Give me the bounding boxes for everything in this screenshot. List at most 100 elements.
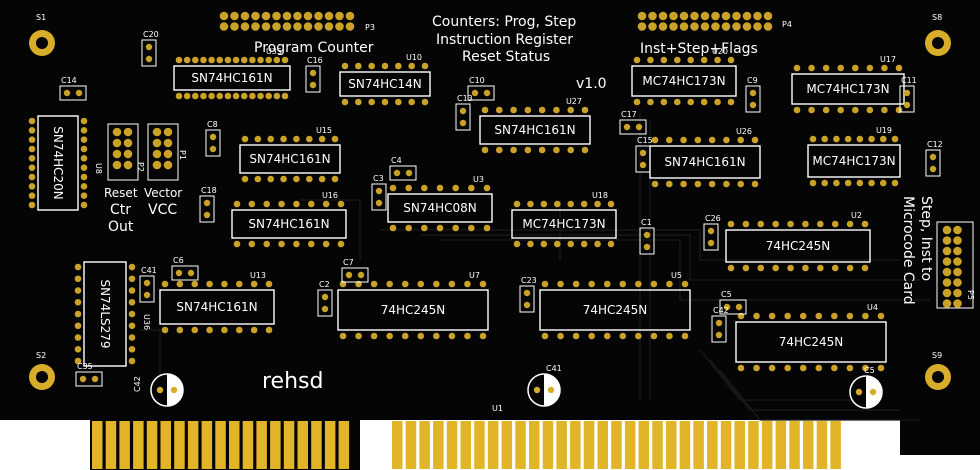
edge-finger — [215, 421, 226, 469]
cap-ref: C41 — [546, 364, 562, 373]
edge-finger — [174, 421, 185, 469]
ic-part-label: SN74HC161N — [248, 217, 329, 231]
edge-finger — [487, 421, 499, 469]
edge-finger — [105, 421, 117, 469]
header-pin — [314, 11, 323, 21]
capacitor: C16 — [305, 56, 323, 93]
header-pin — [251, 11, 260, 21]
header-pin — [669, 11, 678, 21]
edge-finger — [242, 421, 254, 469]
cap-ref: C17 — [621, 110, 637, 119]
cap-ref: C42 — [133, 376, 142, 392]
ic-part-label: MC74HC173N — [642, 74, 725, 88]
header-pin — [240, 22, 250, 31]
jumper-label: Vector — [144, 186, 182, 200]
ic-ref: U5 — [671, 271, 682, 280]
header-pin — [261, 22, 271, 31]
header-pin — [123, 138, 133, 148]
ic-ref: U3 — [473, 175, 484, 184]
ic-part-label: SN74HC161N — [249, 152, 330, 166]
header-pin — [753, 11, 762, 21]
version-label: v1.0 — [576, 76, 607, 92]
edge-finger — [92, 421, 103, 469]
header-pin — [163, 149, 173, 159]
edge-finger — [160, 421, 171, 469]
capacitor: C26 — [703, 214, 721, 251]
program-counter-label: Program Counter — [254, 40, 374, 56]
edge-finger — [624, 421, 636, 469]
cap-ref: C13 — [457, 94, 473, 103]
header-pin — [303, 22, 313, 31]
header-pin — [953, 299, 962, 308]
ic-part-label: 74HC245N — [583, 303, 648, 317]
capacitor: C18 — [199, 186, 217, 223]
header-pin — [711, 11, 720, 21]
electrolytic-c5 — [849, 375, 883, 409]
header-pin — [953, 288, 962, 298]
edge-finger — [446, 421, 458, 469]
cap-ref: C11 — [901, 76, 917, 85]
edge-finger — [830, 421, 841, 469]
jumper-label: Ctr — [110, 202, 131, 218]
capacitor: C10 — [467, 76, 495, 101]
ic-part-label: SN74HC161N — [191, 71, 272, 85]
cap-ref: C12 — [927, 140, 943, 149]
mount-holes — [29, 30, 951, 390]
jumper-label: Reset — [104, 186, 138, 200]
side-label-line: Microcode Card — [900, 196, 916, 305]
jumper-block — [107, 123, 179, 181]
edge-finger — [775, 421, 787, 469]
header-pin — [700, 22, 710, 31]
edge-finger — [638, 421, 650, 469]
edge-finger — [720, 421, 732, 469]
cap-ref: C18 — [201, 186, 217, 195]
header-pin — [123, 149, 133, 159]
capacitor: C11 — [899, 76, 917, 113]
ic-ref: U36 — [142, 314, 151, 330]
edge-finger — [256, 421, 267, 469]
chip-layer: SN74HC161NU35SN74HC14NU10SN74HC161NU27MC… — [28, 47, 905, 372]
header-pin — [152, 138, 162, 148]
header-ref: P3 — [365, 23, 375, 32]
edge-finger — [666, 421, 677, 469]
edge-finger — [324, 421, 336, 469]
capacitor: C3 — [371, 174, 387, 211]
ic-ref: U17 — [880, 55, 896, 64]
edge-finger — [583, 421, 595, 469]
header-pin — [679, 22, 689, 31]
header-pin — [648, 22, 657, 31]
header-pin — [345, 11, 355, 21]
capacitor: C7 — [341, 258, 369, 283]
header-pin — [942, 236, 952, 245]
edge-finger — [515, 421, 526, 469]
header-p4 — [637, 11, 773, 31]
header-pin — [345, 22, 355, 31]
cap-ref: C1 — [641, 218, 652, 227]
header-pin — [763, 22, 773, 31]
capacitor: C8 — [205, 120, 221, 157]
ic-part-label: SN74HC161N — [494, 123, 575, 137]
ic-part-label: SN74HC08N — [403, 201, 477, 215]
hole-label: S1 — [36, 13, 46, 22]
capacitor: C4 — [389, 156, 417, 181]
header-pin — [251, 22, 260, 31]
header-pin — [240, 11, 250, 21]
capacitor: C12 — [925, 140, 943, 177]
ic-part-label: MC74HC173N — [806, 82, 889, 96]
ic-part-label: SN74HC161N — [664, 155, 745, 169]
hole-label: S8 — [932, 13, 942, 22]
edge-finger — [419, 421, 430, 469]
header-ref: P5 — [966, 290, 975, 300]
header-pin — [648, 11, 657, 21]
header-p5 — [936, 221, 974, 309]
cap-ref: C6 — [173, 256, 184, 265]
edge-finger — [789, 421, 800, 469]
header-pin — [112, 149, 122, 159]
edge-finger — [693, 421, 704, 469]
